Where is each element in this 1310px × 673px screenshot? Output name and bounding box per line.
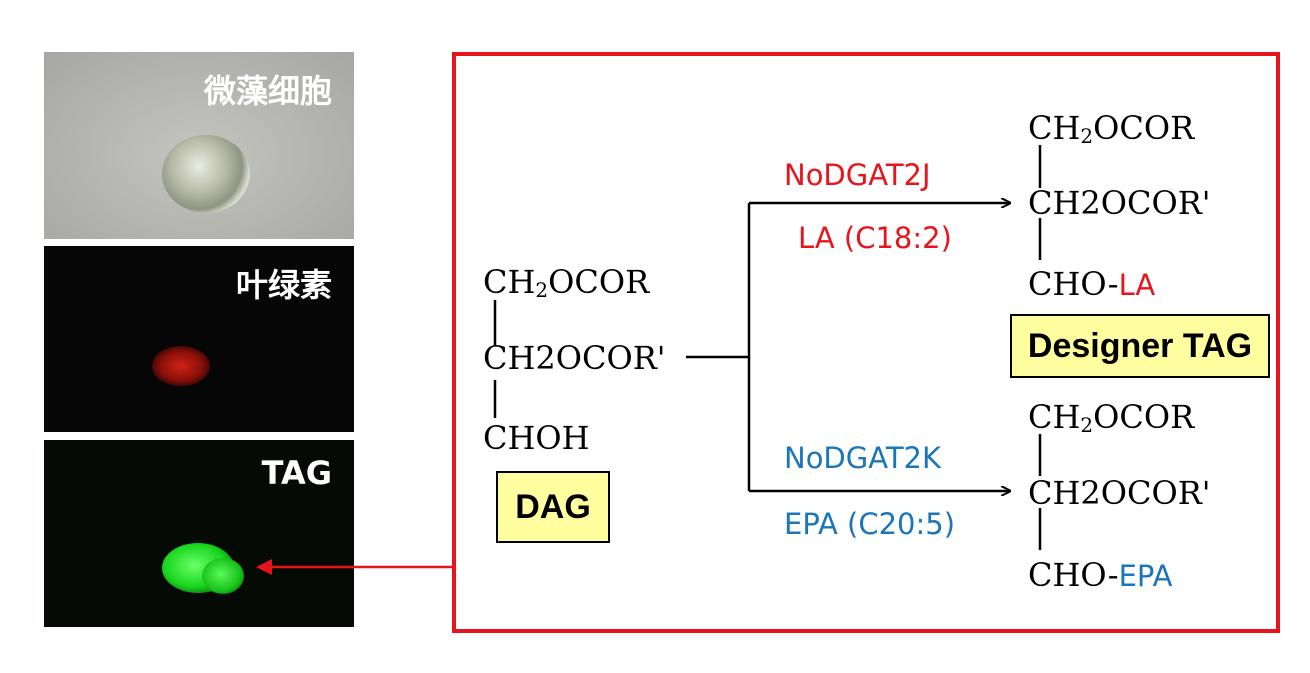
chlorophyll-spot <box>152 346 210 386</box>
acyl-la: LA <box>1118 268 1156 302</box>
pathway-frame <box>452 52 1280 633</box>
enzyme-nodgat2j: NoDGAT2J <box>784 158 931 192</box>
bottom-product-line2: CH2OCOR' <box>1028 474 1211 512</box>
top-product-line3: CHO-LA <box>1028 265 1156 303</box>
fatty-acid-la: LA (C18:2) <box>798 221 952 255</box>
microalgae-label: 微藻细胞 <box>203 72 332 110</box>
top-product-line1: CH2OCOR <box>1028 109 1195 148</box>
algae-cell <box>162 135 250 213</box>
microalgae-cell-image: 微藻细胞 <box>44 52 354 239</box>
enzyme-nodgat2k: NoDGAT2K <box>784 441 942 475</box>
dag-badge: DAG <box>496 471 610 543</box>
lipid-droplet-small <box>202 558 244 594</box>
bottom-product-line1: CH2OCOR <box>1028 398 1195 437</box>
tag-fluorescence-image: TAG <box>44 440 354 627</box>
tag-label: TAG <box>261 454 332 492</box>
fatty-acid-epa: EPA (C20:5) <box>784 507 956 541</box>
chlorophyll-label: 叶绿素 <box>235 266 332 304</box>
dag-line1: CH2OCOR <box>483 263 650 302</box>
acyl-epa: EPA <box>1118 559 1173 593</box>
chlorophyll-fluorescence-image: 叶绿素 <box>44 246 354 432</box>
dag-line2: CH2OCOR' <box>483 339 666 377</box>
top-product-line2: CH2OCOR' <box>1028 184 1211 222</box>
link-arrowhead <box>256 559 272 575</box>
bottom-product-line3: CHO-EPA <box>1028 556 1173 594</box>
dag-line3: CHOH <box>483 419 590 457</box>
designer-tag-badge: Designer TAG <box>1010 314 1270 378</box>
